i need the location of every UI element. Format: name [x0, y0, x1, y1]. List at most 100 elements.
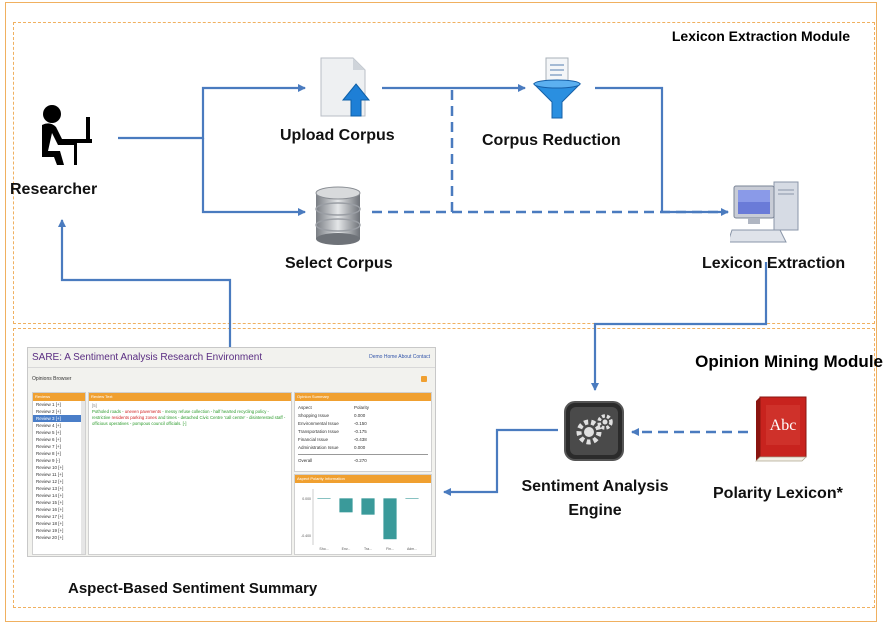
sare-screenshot: SARE: A Sentiment Analysis Research Envi…	[27, 347, 436, 557]
arrow-engine-summary	[443, 428, 558, 496]
review-list-item[interactable]: Review 18 [+]	[36, 521, 64, 526]
x-tick-label: Sho...	[319, 547, 328, 551]
y-tick-label: 0.000	[302, 497, 311, 501]
summary-aspect: Environmental Issue	[298, 421, 339, 426]
review-list-item[interactable]: Review 16 [+]	[36, 507, 64, 512]
review-list-item[interactable]: Review 8 [+]	[36, 451, 61, 456]
upload-document-icon	[320, 57, 371, 117]
x-tick-label: Adm...	[407, 547, 417, 551]
reviews-panel-header: Reviews	[33, 393, 85, 401]
polarity-bar	[317, 498, 331, 499]
book-icon-text: Abc	[770, 417, 797, 434]
sentiment-engine-label-1: Sentiment Analysis	[521, 478, 669, 495]
polarity-column-header: Polarity	[354, 405, 370, 410]
opinions-browser-label: Opinions Browser	[32, 376, 72, 382]
polarity-bar	[361, 498, 375, 515]
review-list-item[interactable]: Review 17 [+]	[36, 514, 64, 519]
review-list-item[interactable]: Review 20 [+]	[36, 535, 64, 540]
database-icon	[315, 186, 361, 245]
summary-aspect: Administration Issue	[298, 445, 339, 450]
x-tick-label: Env...	[342, 547, 351, 551]
review-text-part: - messy refuse collection - half hearted…	[92, 409, 269, 420]
arrow-to-upload	[118, 84, 306, 140]
overall-value: -0.270	[354, 458, 367, 463]
polarity-lexicon-label: Polarity Lexicon*	[713, 485, 843, 502]
aspect-polarity-chart: 0.000-0.400Sho...Env...Tra...Fin...Adm..…	[301, 489, 419, 551]
review-list-item[interactable]: Review 12 [+]	[36, 479, 64, 484]
aspect-column-header: Aspect	[298, 405, 312, 410]
review-list-item[interactable]: Review 15 [+]	[36, 500, 64, 505]
arrow-reduction-extraction	[595, 86, 729, 216]
researcher-icon	[42, 105, 92, 165]
funnel-icon	[532, 57, 582, 119]
review-list-item[interactable]: Review 7 [+]	[36, 444, 61, 449]
review-text-part: Potholed roads -	[92, 409, 125, 414]
outer-frame	[5, 2, 877, 622]
arrow-extraction-engine	[591, 262, 768, 391]
arrow-to-researcher	[58, 219, 232, 350]
opinion-summary-panel: Opinion Summary Aspect Polarity Shopping…	[294, 392, 432, 472]
review-text-negative: uneven pavements	[124, 409, 162, 414]
settings-icon[interactable]	[421, 376, 427, 382]
x-tick-label: Tra...	[364, 547, 372, 551]
review-list-item[interactable]: Review 4 [+]	[36, 423, 61, 428]
review-text-header: Review Text	[89, 393, 291, 401]
review-list-item[interactable]: Review 3 [+]	[33, 415, 85, 422]
polarity-bar	[339, 498, 353, 513]
computer-icon	[730, 181, 799, 243]
polarity-bar	[405, 498, 419, 499]
summary-aspect: Transportation Issue	[298, 429, 339, 434]
summary-polarity: -0.438	[354, 437, 367, 442]
sare-title: SARE: A Sentiment Analysis Research Envi…	[32, 352, 263, 363]
review-list-item[interactable]: Review 1 [+]	[36, 402, 61, 407]
summary-polarity: 0.000	[354, 445, 366, 450]
upload-corpus-label: Upload Corpus	[280, 127, 395, 144]
summary-overall-row: Overall -0.270	[295, 457, 431, 465]
summary-polarity: -0.175	[354, 429, 367, 434]
reviews-panel: Reviews Review 1 [+] Review 2 [+]Review 3…	[32, 392, 86, 555]
summary-polarity: -0.150	[354, 421, 367, 426]
review-list-item[interactable]: Review 13 [+]	[36, 486, 64, 491]
sare-top-links[interactable]: Demo Home About Contact	[369, 354, 430, 360]
review-list-item[interactable]: Review 14 [+]	[36, 493, 64, 498]
review-list-item[interactable]: Review 9 [-]	[36, 458, 60, 463]
review-id: [5]	[92, 403, 97, 408]
summary-row: Transportation Issue -0.175	[295, 428, 431, 436]
review-list-item[interactable]: Review 2 [+]	[36, 409, 61, 414]
review-list-item[interactable]: Review 11 [+]	[36, 472, 64, 477]
lexicon-extraction-module	[13, 22, 875, 324]
select-corpus-label: Select Corpus	[285, 255, 393, 272]
review-list-item[interactable]: Review 10 [+]	[36, 465, 64, 470]
summary-row: Financial Issue -0.438	[295, 436, 431, 444]
corpus-reduction-label: Corpus Reduction	[482, 132, 621, 149]
review-text-part: and times - detached Civic Centre 'call …	[92, 415, 286, 426]
review-text: [5] Potholed roads - uneven pavements - …	[89, 401, 291, 429]
lexicon-module-title: Lexicon Extraction Module	[671, 28, 850, 44]
summary-aspect: Financial Issue	[298, 437, 329, 442]
review-list-item[interactable]: Review 5 [+]	[36, 430, 61, 435]
sentiment-engine-label-2: Engine	[568, 502, 622, 519]
polarity-bar	[383, 498, 397, 540]
researcher-label: Researcher	[10, 181, 98, 198]
overall-label: Overall	[298, 458, 313, 463]
gears-icon	[564, 401, 624, 461]
summary-header-row: Aspect Polarity	[295, 404, 431, 412]
arrow-to-select	[201, 138, 306, 216]
reviews-list: Review 1 [+]Review 2 [+]Review 3 [+]Revi…	[33, 401, 85, 541]
book-icon: Abc	[755, 396, 807, 462]
review-text-negative: residents parking zones	[111, 415, 157, 420]
opinion-summary-header: Opinion Summary	[295, 393, 431, 401]
lexicon-extraction-label: Lexicon Extraction	[702, 255, 846, 272]
summary-aspect: Shopping Issue	[298, 413, 330, 418]
aspect-polarity-header: Aspect Polarity Information	[295, 475, 431, 483]
x-tick-label: Fin...	[386, 547, 394, 551]
review-list-item[interactable]: Review 19 [+]	[36, 528, 64, 533]
reviews-scrollbar[interactable]	[81, 401, 85, 554]
opinion-module-title: Opinion Mining Module	[695, 352, 883, 371]
opinion-mining-module	[13, 328, 875, 608]
review-list-item[interactable]: Review 6 [+]	[36, 437, 61, 442]
summary-row: Administration Issue 0.000	[295, 444, 431, 452]
